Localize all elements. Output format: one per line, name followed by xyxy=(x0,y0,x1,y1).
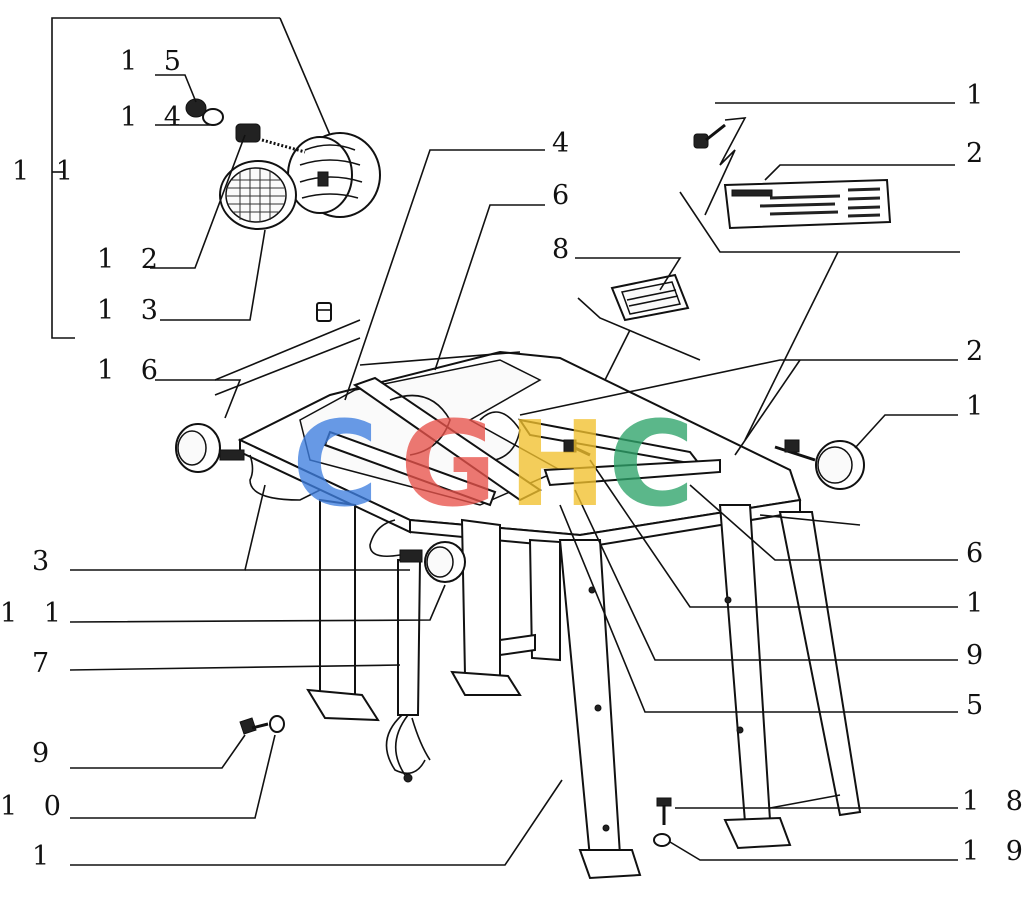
bolt-part-18 xyxy=(653,797,672,847)
callout-14: 1 4 xyxy=(120,102,190,133)
label-plate-2 xyxy=(723,178,892,230)
work-lamp-right xyxy=(774,439,865,490)
callout-11-group: 1 1 xyxy=(12,156,82,187)
callout-9-right: 9 xyxy=(966,640,993,671)
group-bracket-11 xyxy=(51,17,78,339)
callout-1-right: 1 xyxy=(966,391,993,422)
watermark-letter-g: G xyxy=(400,395,497,533)
bolt-part-1-right xyxy=(563,439,591,457)
callout-9-left: 9 xyxy=(32,738,59,769)
callout-6-top: 6 xyxy=(552,180,579,211)
callout-1-left: 1 xyxy=(32,841,59,872)
callout-1-top-right: 1 xyxy=(966,80,993,111)
work-lamp-exploded xyxy=(185,98,381,230)
watermark-logo: C G H C xyxy=(292,395,695,533)
callout-10: 1 0 xyxy=(0,791,70,822)
leader-lines xyxy=(69,149,958,866)
connector-part-8 xyxy=(610,273,690,322)
callout-3: 3 xyxy=(32,546,59,577)
fitting-part-16 xyxy=(316,302,332,322)
watermark-letter-h: H xyxy=(508,395,607,533)
bolt-part-1 xyxy=(693,117,747,216)
diagram-drawing: C G H C xyxy=(51,17,960,880)
callout-15: 1 5 xyxy=(120,46,190,77)
callout-2-right: 2 xyxy=(966,336,993,367)
machine-frame xyxy=(237,350,862,880)
callout-6-right: 6 xyxy=(966,538,993,569)
callout-4: 4 xyxy=(552,128,579,159)
callout-19: 1 9 xyxy=(962,836,1032,867)
callout-2-top-right: 2 xyxy=(966,138,993,169)
callout-18: 1 8 xyxy=(962,786,1032,817)
callout-5: 5 xyxy=(966,690,993,721)
callout-12: 1 2 xyxy=(97,244,167,275)
bolt-part-9 xyxy=(239,715,285,735)
callout-16: 1 6 xyxy=(97,355,167,386)
callout-8: 8 xyxy=(552,234,579,265)
exploded-parts-diagram: C G H C 1 1 1 5 1 4 1 2 1 3 1 6 3 1 1 7 … xyxy=(0,17,1023,880)
watermark-letter-c1: C xyxy=(292,395,379,533)
callout-13: 1 3 xyxy=(97,295,167,326)
watermark-letter-c2: C xyxy=(608,395,695,533)
work-lamp-left xyxy=(175,423,321,501)
callout-11: 1 1 xyxy=(0,598,70,629)
callout-1-right-lower: 1 xyxy=(966,588,993,619)
work-lamp-under xyxy=(369,519,466,583)
callout-7: 7 xyxy=(32,648,59,679)
